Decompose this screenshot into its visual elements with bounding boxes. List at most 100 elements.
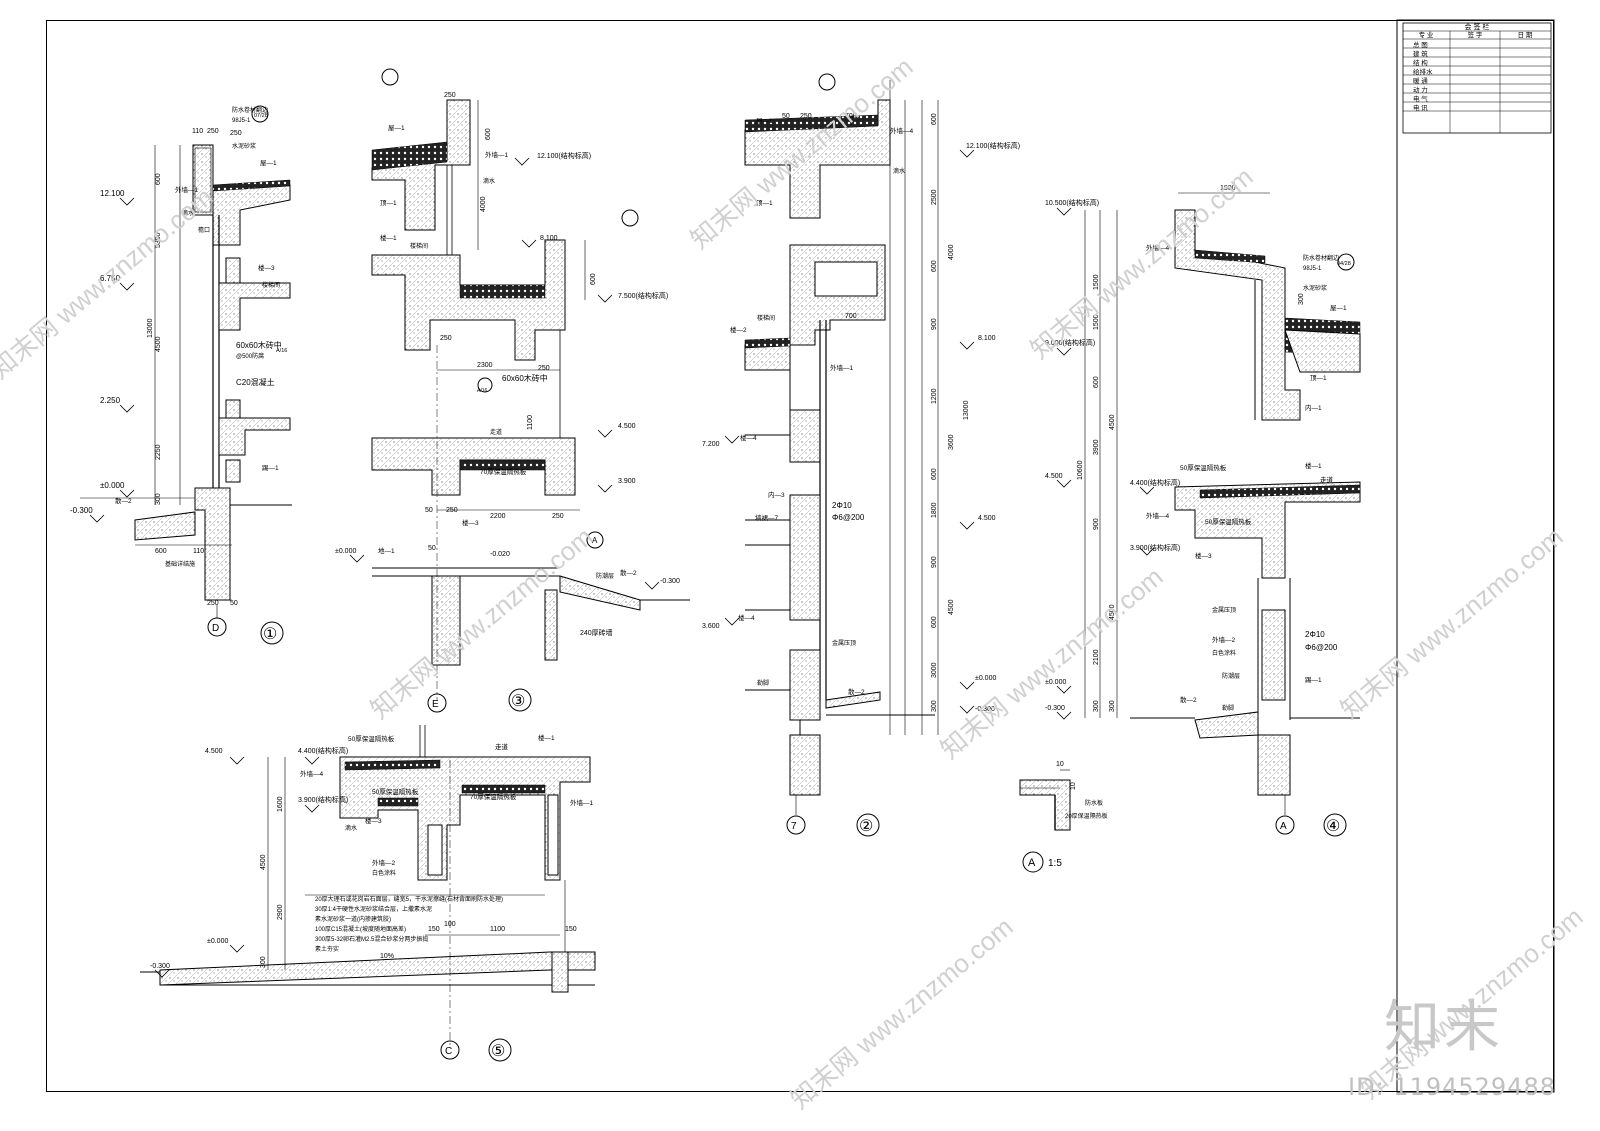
- lbl-2-5: 楼梯间: [757, 314, 775, 322]
- axis-label-1: D: [212, 623, 219, 634]
- lbl-1-6: 檐口: [198, 226, 210, 234]
- dim-1-v5: 300: [155, 493, 162, 505]
- elev-5-0: 4.500: [205, 748, 223, 755]
- section-5: [140, 725, 596, 1062]
- lbl-3-0: 屋—1: [388, 124, 405, 132]
- lbl-2-15: 散—2: [848, 687, 865, 696]
- lbl-a-0: 10: [1056, 761, 1064, 768]
- dim-2-v10: 300: [931, 700, 938, 712]
- lbl-4-20: 勒脚: [1222, 704, 1234, 712]
- lbl-4-10: 楼—1: [1305, 461, 1322, 470]
- dim-2-v12: 3600: [948, 434, 955, 450]
- elev-1-1: 6.750: [100, 274, 121, 283]
- dim-5-2: 2900: [277, 904, 284, 920]
- lbl-2-2: 顶—1: [756, 199, 773, 207]
- section-1: [80, 105, 292, 645]
- section-2: [724, 73, 975, 837]
- lbl-3-6: 60x60木砖中: [502, 373, 548, 383]
- lbl-3-2: 滴水: [483, 177, 495, 185]
- tb-row-3: 给排水: [1413, 67, 1433, 76]
- lbl-3-9: 70厚保温隔热板: [480, 467, 527, 476]
- lbl-4-17: 2Φ10: [1305, 630, 1325, 639]
- lbl-4-9: 走道: [1320, 475, 1334, 484]
- lbl-4-15: 外墙—2: [1212, 635, 1236, 644]
- lbl-2-6: 外墙—1: [830, 363, 854, 372]
- elev-1-0: 12.100: [100, 189, 125, 198]
- watermark-2: 知末网 www.znzmo.com: [365, 521, 599, 724]
- dim-3-12: 250: [446, 507, 458, 514]
- lbl-3-11: 地—1: [378, 546, 395, 555]
- lbl-4-1: 防水卷材翻边: [1303, 254, 1339, 262]
- dim-4-v4: 900: [1093, 518, 1100, 530]
- elev-2-0: 12.100(结构标高): [966, 141, 1020, 150]
- dim-3-7: 1100: [527, 415, 534, 430]
- dim-2-v7: 900: [931, 556, 938, 568]
- watermark-6: 知末网 www.znzmo.com: [785, 911, 1019, 1114]
- dim-4-v6: 2100: [1093, 649, 1100, 665]
- dim-2-h3: 700: [845, 313, 857, 320]
- dim-2-v0: 600: [931, 113, 938, 125]
- elev-5-1: 4.400(结构标高): [298, 746, 348, 755]
- dim-1-h1: 250: [207, 128, 219, 135]
- lbl-1-14: 踢—1: [262, 464, 279, 472]
- section-3: [349, 68, 690, 713]
- lbl-4-12: 50厚保温隔热板: [1205, 517, 1252, 526]
- section-4: [1056, 192, 1361, 837]
- lbl-3-3: 顶—1: [380, 199, 397, 207]
- lbl-2-10: Φ6@200: [832, 513, 865, 522]
- lbl-2-14: 勒脚: [757, 679, 769, 687]
- lbl-3-7: A/16: [477, 388, 488, 394]
- dim-2-v9: 3000: [931, 662, 938, 678]
- dim-2-v4: 1200: [931, 388, 938, 404]
- lbl-1-9: 楼梯间: [262, 281, 280, 289]
- lbl-4-2: 04/28: [1337, 261, 1351, 267]
- lbl-1-8: 楼—3: [258, 263, 275, 272]
- lbl-4-13: 楼—3: [1195, 551, 1212, 560]
- lbl-5-7: 楼—3: [365, 816, 382, 825]
- axis-label-2: 7: [791, 821, 797, 832]
- lbl-4-21: 踢—1: [1305, 676, 1322, 684]
- tb-row-6: 电 气: [1413, 94, 1428, 103]
- elev-3-4: 3.900: [618, 478, 636, 485]
- dim-4-v10: 300: [1109, 700, 1116, 712]
- lbl-4-7: 内—1: [1305, 403, 1322, 412]
- lbl-5-3: 外墙—4: [300, 769, 324, 778]
- lbl-3-14: 防潮层: [596, 572, 614, 580]
- lbl-4-19: 防潮层: [1222, 672, 1240, 680]
- lbl-2-8: 内—3: [768, 490, 785, 499]
- tb-row-7: 电 讯: [1413, 103, 1428, 112]
- lbl-1-3: 水泥砂浆: [232, 142, 256, 150]
- elev-3-5: ±0.000: [335, 548, 356, 555]
- lbl-1-10: 60x60木砖中: [236, 340, 282, 350]
- dim-1-v4: 2250: [155, 444, 162, 460]
- lbl-1-16: 基础详结施: [165, 560, 195, 568]
- lbl-1-2: 98J5-1: [232, 118, 251, 124]
- elev-3-7: -0.300: [660, 578, 680, 585]
- lbl-5-6: 外墙—1: [570, 798, 594, 807]
- elev-3-2: 7.500(结构标高): [618, 291, 668, 300]
- detail-a-label: A: [1028, 857, 1036, 869]
- lbl-3-13: 240厚砖墙: [580, 628, 613, 637]
- note-5-3: 100厚C15混凝土(坡度随地面高差): [315, 925, 406, 933]
- dim-3-3: 600: [590, 273, 597, 285]
- lbl-3-8: 走道: [490, 428, 502, 436]
- detail-number-2: ②: [859, 818, 873, 835]
- dim-1-v1: 5350: [155, 232, 162, 248]
- lbl-4-18: Φ6@200: [1305, 643, 1338, 652]
- tb-row-2: 结 构: [1413, 58, 1428, 67]
- elev-2-2: 7.200: [702, 441, 720, 448]
- elev-3-0: 12.100(结构标高): [537, 151, 591, 160]
- lbl-1-12: A/16: [276, 348, 287, 354]
- lbl-4-14: 金属压顶: [1212, 606, 1236, 614]
- elev-1-4: -0.300: [70, 506, 93, 515]
- lbl-4-6: 顶—1: [1310, 374, 1327, 382]
- dim-2-v13: 4500: [948, 599, 955, 615]
- note-5-0: 20厚大理石或花岗岩石面层，缝宽5，干水泥擦缝(石材背面刷防水处理): [315, 895, 503, 903]
- note-5-5: 素土夯实: [315, 945, 339, 953]
- dim-2-h1: 250: [800, 113, 812, 120]
- id-tag: ID: 1194529488: [1348, 1073, 1556, 1101]
- dim-3-8: 2200: [490, 513, 506, 520]
- elev-2-5: ±0.000: [975, 675, 996, 682]
- dim-4-v5: 4500: [1109, 414, 1116, 430]
